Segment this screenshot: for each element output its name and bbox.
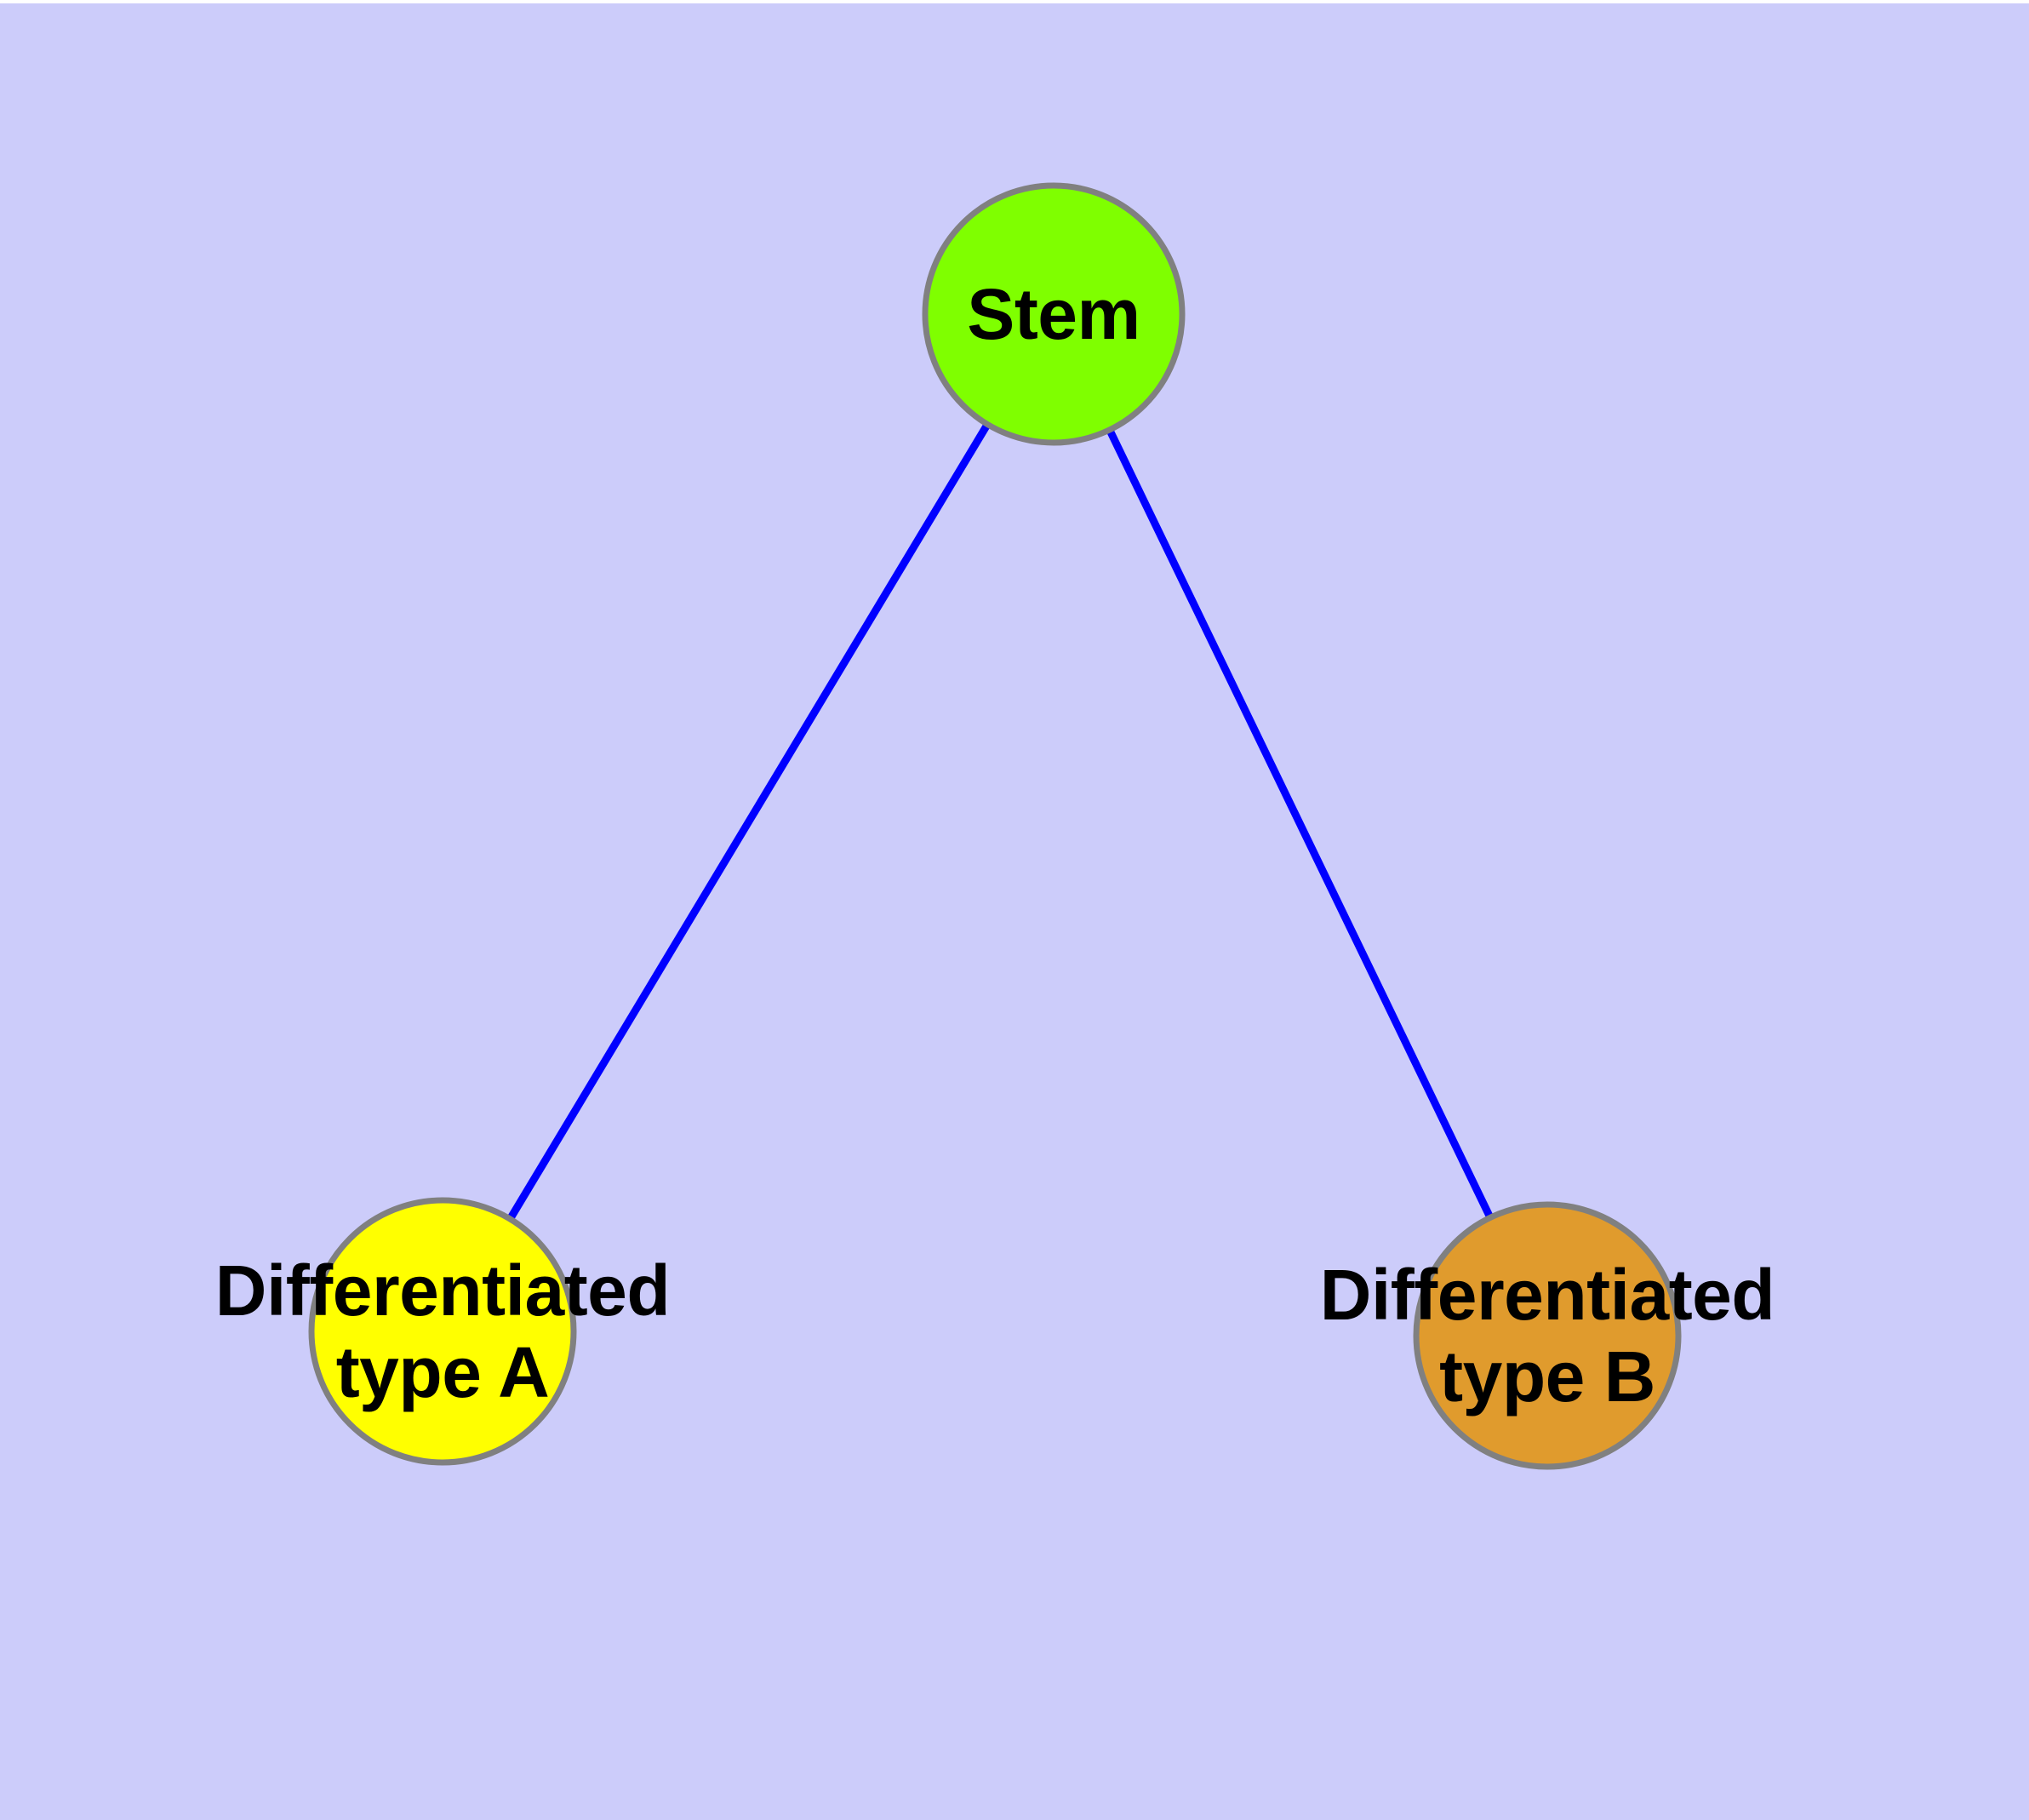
graph-node-stem[interactable] [922,182,1186,446]
graph-edge-stem-to-a [439,312,1057,1334]
node-layer [308,182,1682,1470]
graph-edge-stem-to-b [1049,312,1552,1337]
edge-layer [439,312,1552,1337]
graph-node-diff_b[interactable] [1413,1201,1682,1470]
graph-svg [308,182,1682,1470]
graph-node-diff_a[interactable] [308,1197,577,1466]
